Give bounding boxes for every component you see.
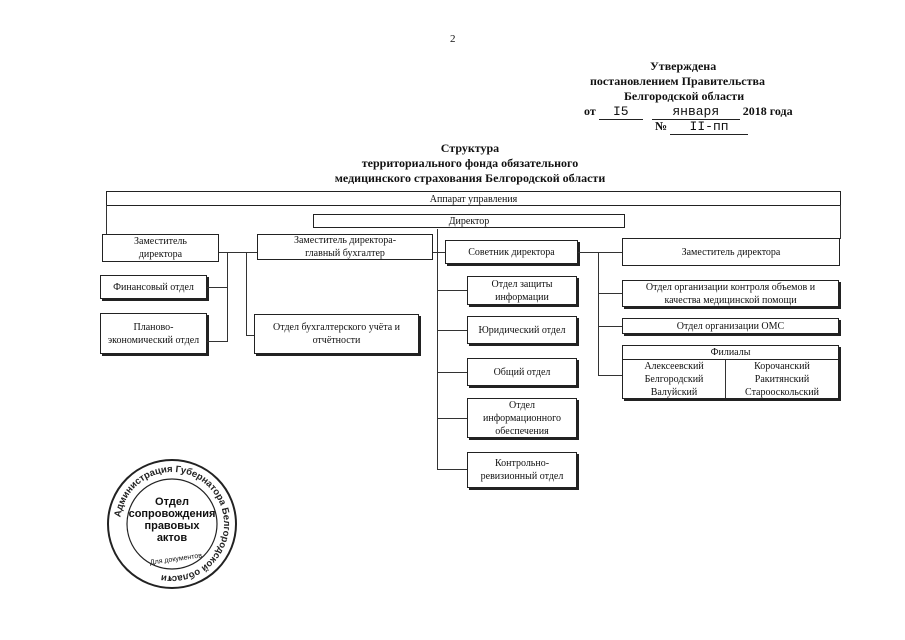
director-label: Директор	[448, 215, 490, 227]
approval-number: № II-пп	[655, 119, 749, 135]
branches-left-column: Алексеевский Белгородский Валуйский	[623, 360, 725, 398]
it-support-line-2: информационного	[483, 412, 561, 424]
connector-branches	[598, 375, 622, 376]
quality-control-line-2: качества медицинской помощи	[664, 294, 797, 306]
deputy-chief-accountant-line-1: Заместитель директора-	[293, 235, 397, 246]
management-apparatus-label: Аппарат управления	[429, 194, 518, 205]
seal-center-line-2: сопровождения	[128, 508, 216, 520]
branch-korochansky: Корочанский	[754, 360, 810, 372]
connector-middle-bus	[437, 229, 438, 470]
oms-department-label: Отдел организации ОМС	[676, 320, 785, 332]
it-support-line-3: обеспечения	[495, 425, 549, 437]
seal-center-line-3: правовых	[144, 520, 200, 532]
approval-number-value: II-пп	[670, 119, 749, 135]
connector-legal	[437, 330, 467, 331]
management-apparatus-box: Аппарат управления	[106, 191, 841, 206]
title-line-3: медицинского страхования Белгородской об…	[334, 171, 606, 185]
deputy-chief-accountant-line-2: главный бухгалтер	[305, 248, 385, 259]
deputy-right-label: Заместитель директора	[681, 246, 781, 258]
connector-accounting-bus	[246, 252, 247, 336]
seal-icon: Администрация Губернатора Белгородской о…	[107, 459, 237, 589]
branches-right-column: Корочанский Ракитянский Старооскольский	[726, 360, 838, 398]
info-protection-line-2: информации	[495, 291, 549, 303]
branches-divider	[725, 360, 726, 398]
planning-line-2: экономический отдел	[107, 334, 200, 346]
branches-box: Филиалы Алексеевский Белгородский Валуйс…	[622, 345, 839, 399]
document-title: Структура территориального фонда обязате…	[280, 141, 660, 186]
connector-finance	[207, 287, 227, 288]
planning-department-box: Планово- экономический отдел	[100, 313, 207, 354]
title-line-2: территориального фонда обязательного	[361, 156, 579, 170]
connector-right-h	[578, 252, 622, 253]
approval-from-label: от	[584, 104, 596, 118]
branch-rakityansky: Ракитянский	[754, 373, 810, 385]
quality-control-line-1: Отдел организации контроля объемов и	[645, 281, 816, 293]
approval-number-label: №	[655, 119, 668, 133]
connector-info-protection	[437, 290, 467, 291]
seal-center-line-4: актов	[156, 532, 188, 544]
management-right-border	[840, 205, 841, 239]
connector-planning	[207, 341, 227, 342]
approval-line-3: Белгородской области	[624, 89, 745, 103]
audit-line-2: ревизионный отдел	[480, 471, 564, 482]
legal-department-box: Юридический отдел	[467, 316, 577, 344]
info-protection-line-1: Отдел защиты	[491, 278, 553, 290]
connector-right-bus	[598, 252, 599, 376]
advisor-label: Советник директора	[468, 246, 555, 258]
finance-department-label: Финансовый отдел	[113, 281, 194, 293]
page-number: 2	[450, 33, 456, 45]
general-department-box: Общий отдел	[467, 358, 577, 386]
deputy-director-left-box: Заместитель директора	[102, 234, 219, 262]
seal-center-text: Отдел сопровождения правовых актов	[122, 496, 222, 544]
management-left-border	[106, 205, 107, 235]
it-support-department-box: Отдел информационного обеспечения	[467, 398, 577, 438]
oms-department-box: Отдел организации ОМС	[622, 318, 839, 334]
quality-control-department-box: Отдел организации контроля объемов и кач…	[622, 280, 839, 307]
branch-belgorodsky: Белгородский	[644, 373, 704, 385]
approval-line-1: Утверждена	[650, 59, 717, 73]
deputy-chief-accountant-box: Заместитель директора- главный бухгалтер	[257, 234, 433, 260]
branches-title: Филиалы	[623, 346, 838, 360]
connector-accounting	[246, 335, 254, 336]
title-line-1: Структура	[440, 141, 500, 155]
info-protection-department-box: Отдел защиты информации	[467, 276, 577, 305]
approval-month: января	[651, 104, 740, 120]
connector-oms	[598, 326, 622, 327]
seal-center-line-1: Отдел	[155, 496, 189, 508]
approval-day: I5	[598, 104, 643, 120]
branch-valuysky: Валуйский	[650, 386, 698, 398]
legal-department-label: Юридический отдел	[478, 324, 566, 336]
approval-line-2: постановлением Правительства	[590, 74, 766, 88]
connector-general	[437, 372, 467, 373]
audit-department-box: Контрольно- ревизионный отдел	[467, 452, 577, 488]
deputy-left-line-1: Заместитель	[134, 236, 187, 247]
seal-star: *	[168, 576, 173, 587]
director-box: Директор	[313, 214, 625, 228]
finance-department-box: Финансовый отдел	[100, 275, 207, 299]
connector-deputy-left-h	[219, 252, 257, 253]
accounting-department-box: Отдел бухгалтерского учёта и отчётности	[254, 314, 419, 354]
branch-alekseevsky: Алексеевский	[644, 360, 704, 372]
branch-starooskolsky: Старооскольский	[745, 386, 819, 398]
connector-left-bus	[227, 252, 228, 342]
advisor-box: Советник директора	[445, 240, 578, 264]
approval-date: от I5 января 2018 года	[584, 104, 793, 120]
accounting-line-1: Отдел бухгалтерского учёта и	[272, 322, 400, 333]
connector-quality-control	[598, 293, 622, 294]
approval-year: 2018 года	[742, 104, 793, 118]
general-department-label: Общий отдел	[493, 366, 551, 378]
audit-line-1: Контрольно-	[494, 458, 550, 469]
it-support-line-1: Отдел	[509, 399, 535, 411]
connector-audit	[437, 469, 467, 470]
official-seal: Администрация Губернатора Белгородской о…	[106, 458, 238, 590]
connector-it-support	[437, 418, 467, 419]
connector-middle-h	[433, 252, 445, 253]
planning-line-1: Планово-	[133, 321, 174, 333]
deputy-director-right-box: Заместитель директора	[622, 238, 840, 266]
accounting-line-2: отчётности	[312, 335, 361, 346]
deputy-left-line-2: директора	[138, 249, 183, 260]
